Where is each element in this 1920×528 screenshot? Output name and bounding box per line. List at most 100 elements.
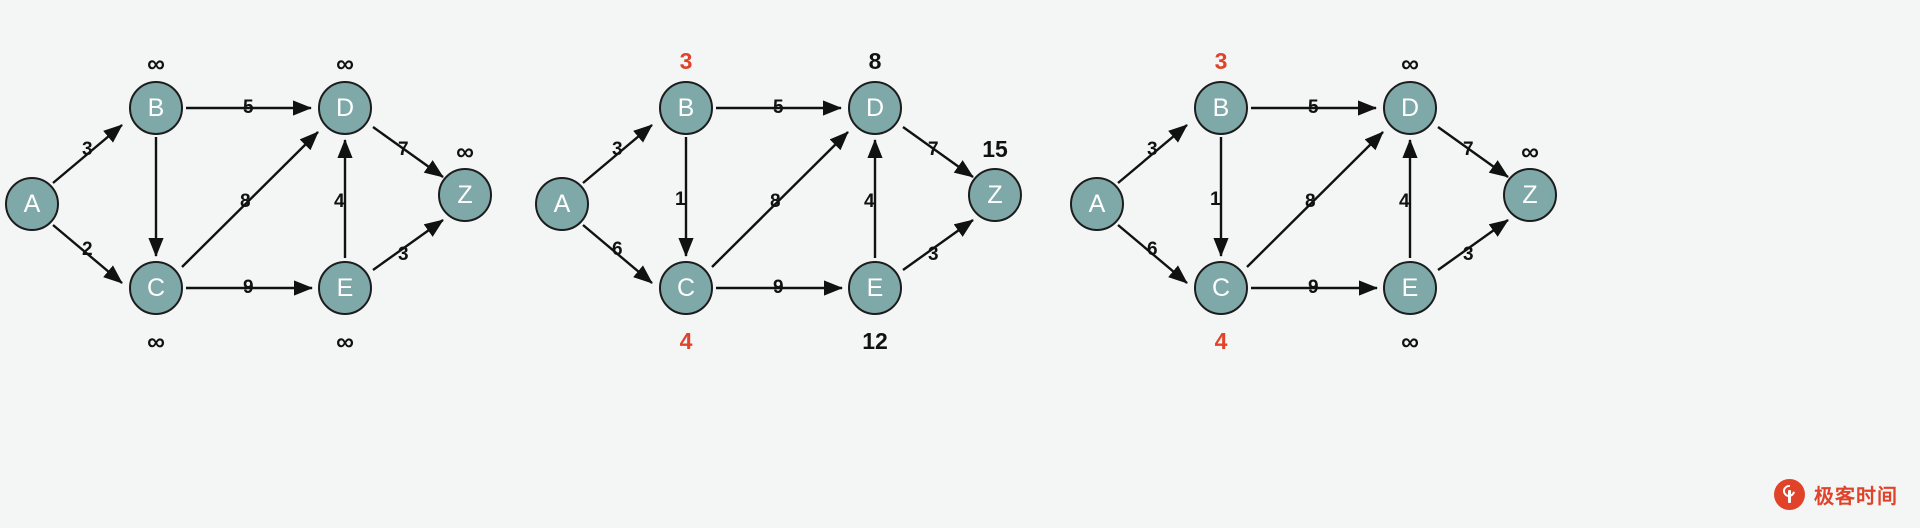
- weight-label-A-C: 2: [82, 239, 93, 260]
- distance-label-B: 3: [1214, 48, 1228, 74]
- node-C-label: C: [146, 273, 166, 302]
- node-Z-label: Z: [457, 180, 473, 209]
- node-B[interactable]: B: [129, 81, 183, 135]
- node-D[interactable]: D: [318, 81, 372, 135]
- weight-label-E-Z: 3: [928, 244, 939, 265]
- weight-label-A-B: 3: [1147, 139, 1158, 160]
- weight-label-A-B: 3: [82, 139, 93, 160]
- node-Z[interactable]: Z: [968, 168, 1022, 222]
- edge-C-D: [1246, 131, 1384, 268]
- node-E[interactable]: E: [1383, 261, 1437, 315]
- edges-layer-panel-2: [1117, 100, 1509, 296]
- weight-label-E-Z: 3: [398, 244, 409, 265]
- node-C-label: C: [676, 273, 696, 302]
- distance-label-E: 12: [862, 328, 888, 354]
- node-E-label: E: [866, 273, 884, 302]
- node-D-label: D: [1400, 93, 1420, 122]
- node-C-label: C: [1211, 273, 1231, 302]
- weight-label-C-D: 8: [1305, 191, 1316, 212]
- edges-layer-panel-0: [52, 100, 444, 296]
- edge-A-C: [1117, 224, 1188, 284]
- weight-label-C-D: 8: [240, 191, 251, 212]
- distance-label-D: ∞: [336, 50, 354, 78]
- node-B[interactable]: B: [659, 81, 713, 135]
- weight-label-E-D: 4: [864, 191, 875, 212]
- distance-label-Z: ∞: [1521, 138, 1539, 166]
- node-A-label: A: [553, 189, 571, 218]
- distance-label-C: 4: [1214, 328, 1228, 354]
- node-Z[interactable]: Z: [1503, 168, 1557, 222]
- node-A[interactable]: A: [5, 177, 59, 231]
- edge-C-D: [711, 131, 849, 268]
- weight-label-B-C: 1: [675, 189, 686, 210]
- node-D[interactable]: D: [1383, 81, 1437, 135]
- watermark-text: 极客时间: [1814, 484, 1898, 508]
- edge-A-C: [52, 224, 123, 284]
- node-A-label: A: [23, 189, 41, 218]
- geektime-logo-icon: [1774, 479, 1805, 510]
- graph-panel-initial-state: A B C D E Z ∞ ∞ ∞ ∞ ∞ 3 2 5 8 9 4 7 3: [0, 0, 520, 460]
- weight-label-B-D: 5: [1308, 97, 1319, 118]
- weight-label-D-Z: 7: [928, 139, 939, 160]
- node-B-label: B: [1212, 93, 1230, 122]
- node-Z[interactable]: Z: [438, 168, 492, 222]
- weight-label-B-D: 5: [773, 97, 784, 118]
- distance-label-Z: 15: [982, 136, 1008, 162]
- distance-label-E: ∞: [336, 328, 354, 356]
- weight-label-B-D: 5: [243, 97, 254, 118]
- weight-label-E-Z: 3: [1463, 244, 1474, 265]
- edge-E-Z: [902, 219, 974, 271]
- edge-A-B: [582, 124, 653, 184]
- weight-label-A-C: 6: [612, 239, 623, 260]
- weight-label-E-D: 4: [1399, 191, 1410, 212]
- node-B-label: B: [677, 93, 695, 122]
- edge-D-Z: [1437, 126, 1509, 178]
- edges-layer-panel-1: [582, 100, 974, 296]
- watermark: 极客时间: [1774, 479, 1898, 510]
- graph-panel-partial-state: A B C D E Z 3 ∞ ∞ 4 ∞ 3 6 5 1 8 9 4 7 3: [1055, 0, 1575, 460]
- node-D-label: D: [335, 93, 355, 122]
- node-A-label: A: [1088, 189, 1106, 218]
- distance-label-D: 8: [868, 48, 882, 74]
- weight-label-D-Z: 7: [398, 139, 409, 160]
- node-E-label: E: [1401, 273, 1419, 302]
- node-Z-label: Z: [1522, 180, 1538, 209]
- edge-A-B: [52, 124, 123, 184]
- weight-label-A-C: 6: [1147, 239, 1158, 260]
- node-Z-label: Z: [987, 180, 1003, 209]
- node-E-label: E: [336, 273, 354, 302]
- edge-D-Z: [372, 126, 444, 178]
- node-A[interactable]: A: [1070, 177, 1124, 231]
- distance-label-E: ∞: [1401, 328, 1419, 356]
- weight-label-B-C: 1: [1210, 189, 1221, 210]
- node-C[interactable]: C: [1194, 261, 1248, 315]
- node-C[interactable]: C: [129, 261, 183, 315]
- distance-label-B: ∞: [147, 50, 165, 78]
- edge-A-C: [582, 224, 653, 284]
- weight-label-C-D: 8: [770, 191, 781, 212]
- node-D-label: D: [865, 93, 885, 122]
- edge-C-D: [181, 131, 319, 268]
- node-C[interactable]: C: [659, 261, 713, 315]
- node-B[interactable]: B: [1194, 81, 1248, 135]
- distance-label-B: 3: [679, 48, 693, 74]
- distance-label-C: ∞: [147, 328, 165, 356]
- node-B-label: B: [147, 93, 165, 122]
- distance-label-Z: ∞: [456, 138, 474, 166]
- weight-label-A-B: 3: [612, 139, 623, 160]
- node-D[interactable]: D: [848, 81, 902, 135]
- weight-label-E-D: 4: [334, 191, 345, 212]
- weight-label-C-E: 9: [243, 277, 254, 298]
- edge-A-B: [1117, 124, 1188, 184]
- weight-label-C-E: 9: [1308, 277, 1319, 298]
- node-A[interactable]: A: [535, 177, 589, 231]
- node-E[interactable]: E: [848, 261, 902, 315]
- edge-E-Z: [1437, 219, 1509, 271]
- distance-label-D: ∞: [1401, 50, 1419, 78]
- distance-label-C: 4: [679, 328, 693, 354]
- edge-E-Z: [372, 219, 444, 271]
- node-E[interactable]: E: [318, 261, 372, 315]
- weight-label-D-Z: 7: [1463, 139, 1474, 160]
- graph-panel-relaxed-state: A B C D E Z 3 8 15 4 12 3 6 5 1 8 9 4 7 …: [520, 0, 1040, 460]
